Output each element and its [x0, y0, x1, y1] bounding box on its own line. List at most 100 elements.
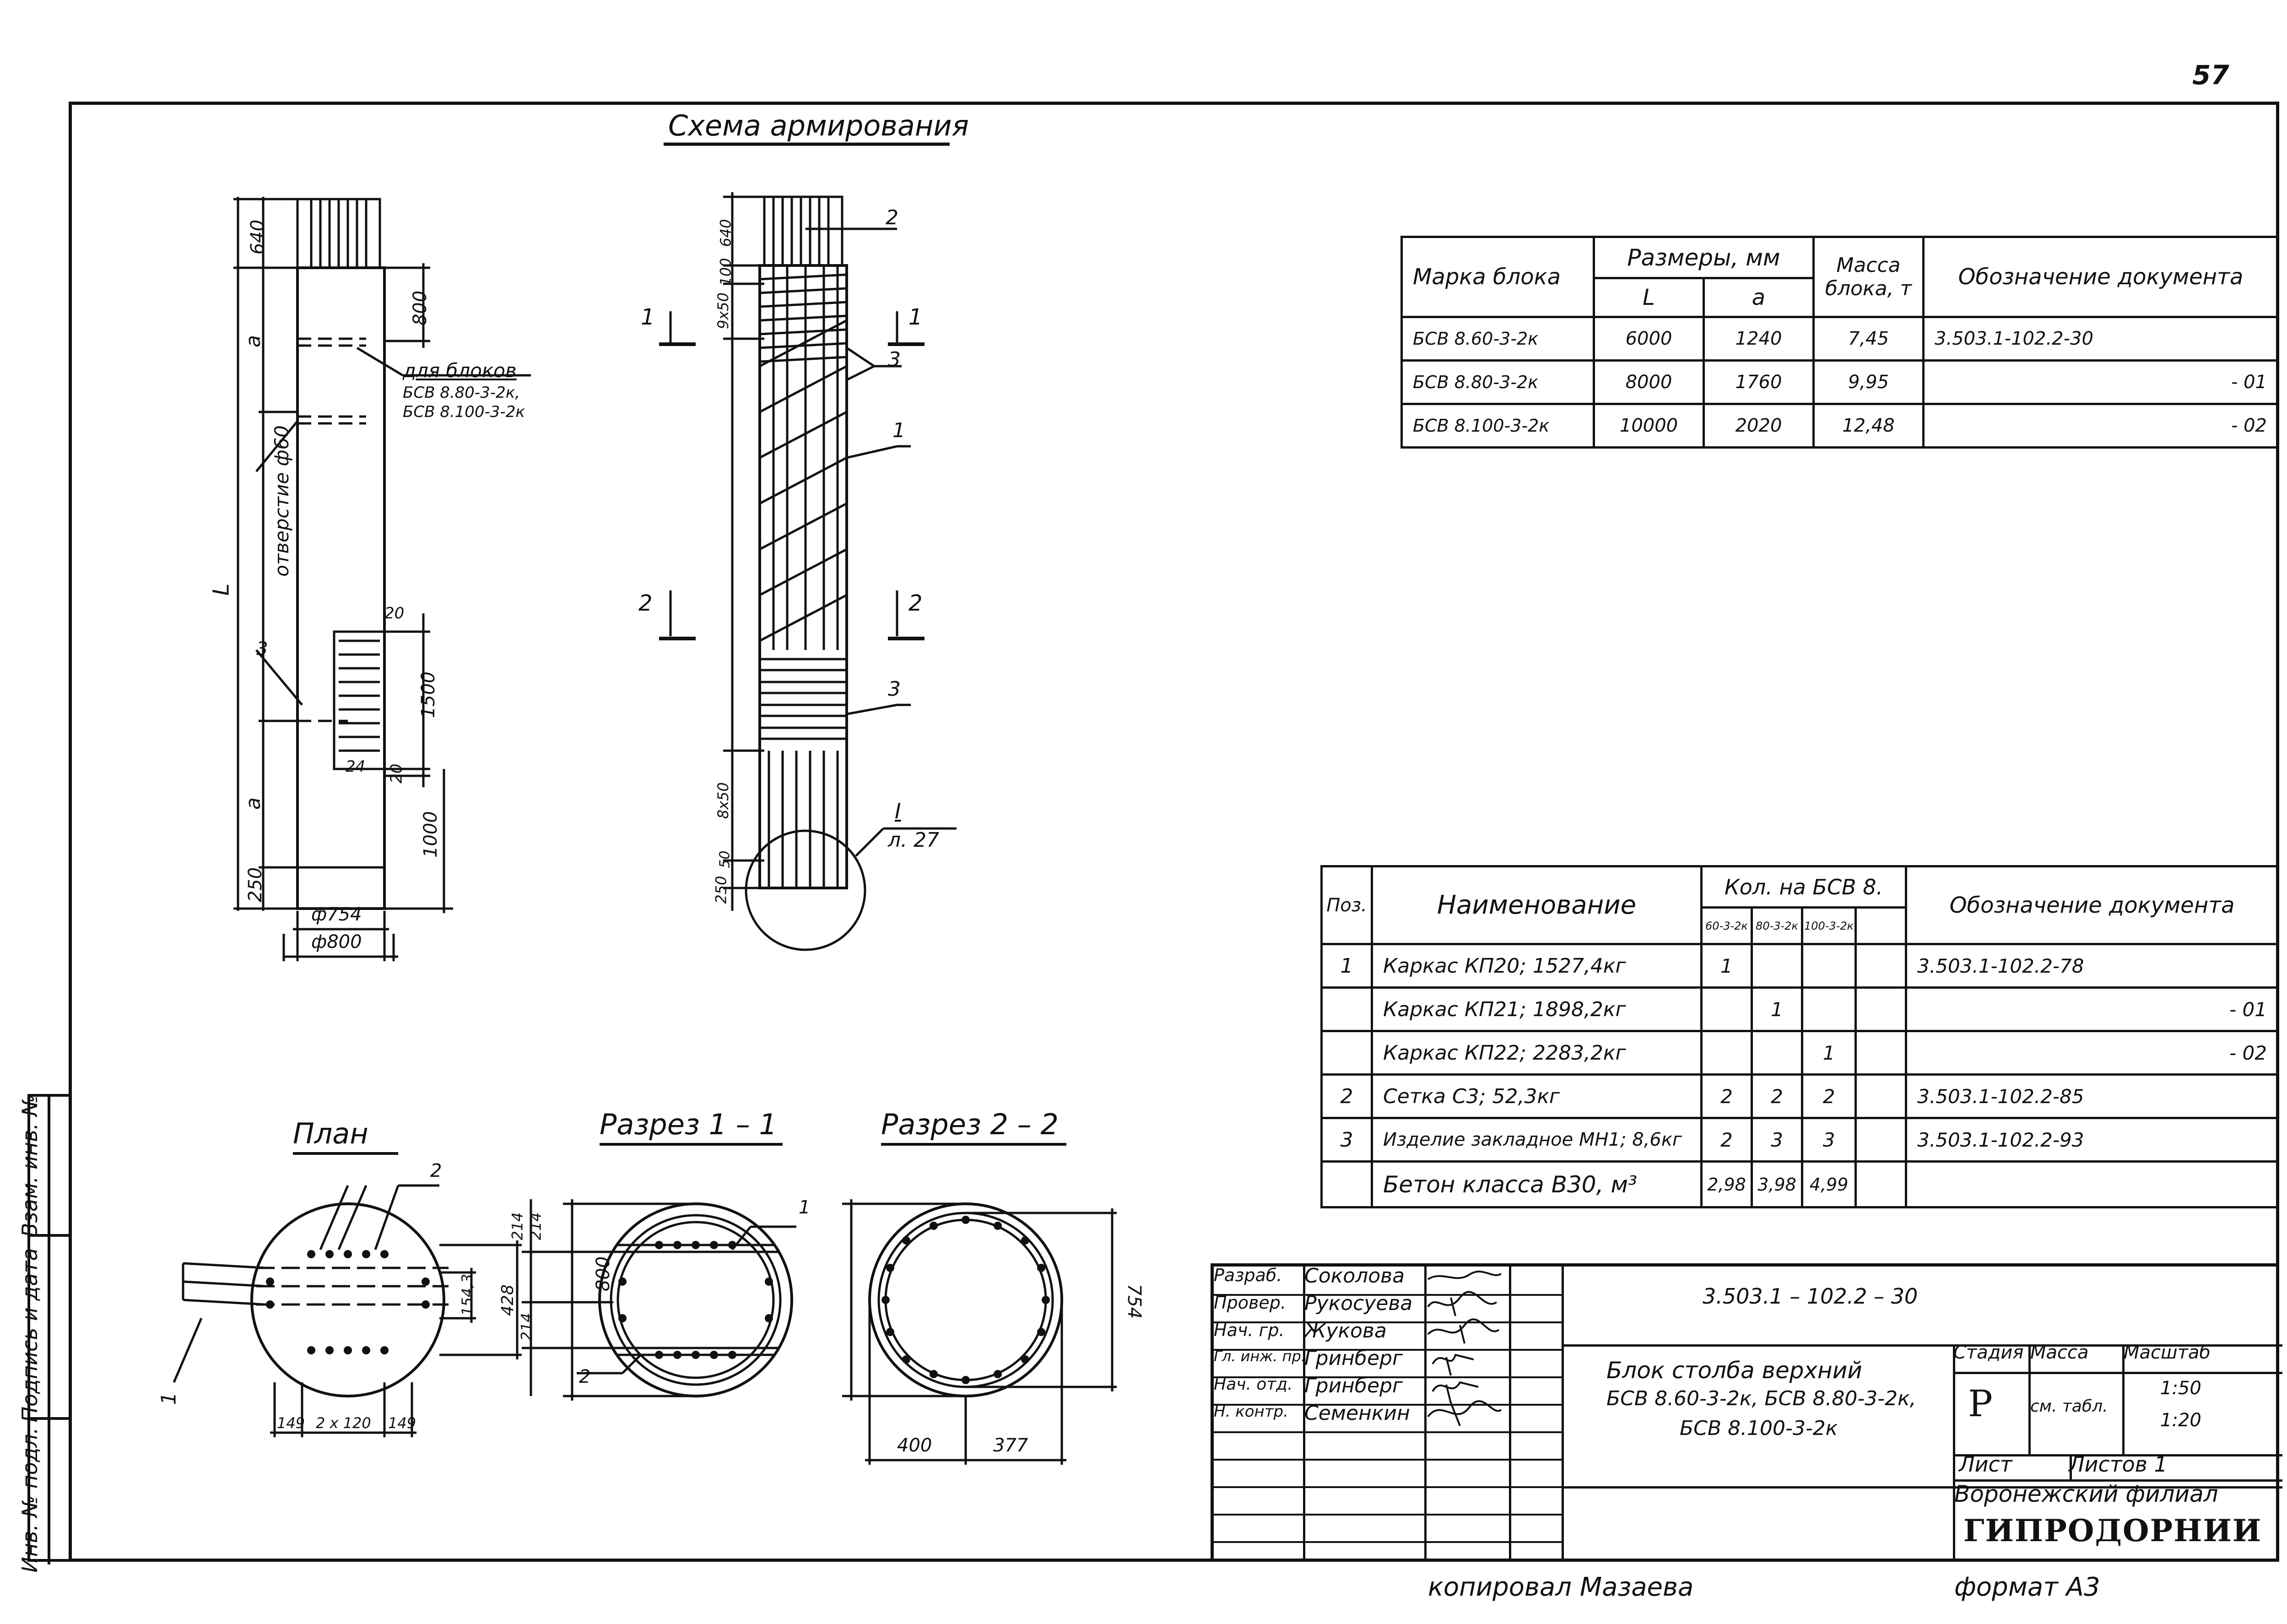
spec-row-name: Бетон класса В30, м³ [1371, 1160, 1703, 1208]
spec-row-q1: 2 [1700, 1117, 1753, 1163]
spec-row-doc: 3.503.1-102.2-85 [1905, 1073, 2279, 1119]
elev-leader-3: 3 [256, 639, 268, 660]
spec-row-q2: 3,98 [1751, 1160, 1803, 1208]
blocks-h-mark: Марка блока [1400, 236, 1595, 318]
sheet-frame [69, 102, 2279, 1562]
spec-row-q3: 4,99 [1800, 1160, 1857, 1208]
role-developer: Разраб. [1214, 1265, 1282, 1285]
dia-754: ф754 [311, 904, 362, 925]
blocks-row-a: 2020 [1703, 403, 1815, 449]
sec2-dim-377: 377 [993, 1435, 1028, 1456]
spec-h-doc: Обозначение документа [1905, 865, 2279, 945]
document-code: 3.503.1 – 102.2 – 30 [1703, 1284, 1918, 1309]
spec-row-empty [1854, 1117, 1908, 1163]
blocks-row-a: 1240 [1703, 316, 1815, 362]
blocks-h-dims: Размеры, мм [1593, 236, 1815, 279]
blocks-row-mark: БСВ 8.60-3-2к [1400, 316, 1595, 362]
stage-value: Р [1968, 1382, 1993, 1425]
sheet-format: формат А3 [1954, 1572, 2100, 1602]
scale-header: Масштаб [2124, 1342, 2211, 1363]
name-checker: Рукосуева [1304, 1292, 1413, 1315]
rebar-pos-2: 2 [886, 206, 898, 229]
mass-header: Масса [2030, 1342, 2089, 1363]
blocks-table: Марка блока Размеры, мм Масса блока, т О… [1400, 236, 2279, 449]
org-name: ГИПРОДОРНИИ [1963, 1513, 2262, 1548]
rebar-pos-3-top: 3 [888, 348, 901, 371]
spec-row-doc: - 02 [1905, 1030, 2279, 1076]
blocks-row-mark: БСВ 8.100-3-2к [1400, 403, 1595, 449]
plan-pos-2: 2 [430, 1160, 442, 1181]
spec-row-doc: 3.503.1-102.2-78 [1905, 943, 2279, 989]
name-chief-engineer: Гринберг [1304, 1347, 1403, 1370]
blocks-row-L: 8000 [1593, 359, 1705, 405]
spec-row-q2: 1 [1751, 986, 1803, 1032]
name-group-head: Жукова [1304, 1319, 1387, 1343]
spec-h-q2: 80-3-2к [1751, 906, 1803, 945]
spec-row-q3 [1800, 943, 1857, 989]
spec-row-empty [1854, 1073, 1908, 1119]
spec-row-empty [1854, 1030, 1908, 1076]
spec-row-q1: 2 [1700, 1073, 1753, 1119]
rebar-dim-8x50: 8х50 [714, 782, 732, 819]
spec-h-q3: 100-3-2к [1800, 906, 1857, 945]
sheet-label: Лист [1959, 1452, 2012, 1477]
spec-row-empty [1854, 1160, 1908, 1208]
elev-dim-250: 250 [245, 867, 266, 903]
name-developer: Соколова [1304, 1264, 1405, 1288]
spec-row-name: Каркас КП21; 1898,2кг [1371, 986, 1703, 1032]
spec-row-q3: 3 [1800, 1117, 1857, 1163]
copied-by: копировал Мазаева [1428, 1572, 1694, 1602]
stage-header: Стадия [1953, 1342, 2024, 1363]
sec2-dim-400: 400 [897, 1435, 932, 1456]
blocks-h-a: a [1703, 277, 1815, 318]
column-elevation [233, 197, 531, 961]
spec-row-q1: 1 [1700, 943, 1753, 989]
blocks-list-1: БСВ 8.80-3-2к, [403, 384, 520, 402]
rebar-dim-50: 50 [717, 850, 733, 868]
spec-row-q2: 3 [1751, 1117, 1803, 1163]
blocks-row-mark: БСВ 8.80-3-2к [1400, 359, 1595, 405]
rebar-pos-3-bottom: 3 [888, 677, 901, 701]
blocks-row-mass: 7,45 [1812, 316, 1925, 362]
side-stamp [27, 1094, 71, 1564]
spec-row-empty [1854, 986, 1908, 1032]
node-ref: л. 27 [888, 828, 940, 852]
elev-dim-a-top: a [241, 335, 265, 347]
cut-2-left: 2 [638, 590, 653, 616]
section-2-2 [842, 1199, 1117, 1465]
node-label: I [895, 799, 901, 823]
cut-1-left: 1 [641, 304, 655, 330]
spec-row-q3: 1 [1800, 1030, 1857, 1076]
rebar-dim-640: 640 [717, 219, 735, 247]
elev-dim-24: 24 [346, 758, 366, 776]
rebar-schema [659, 192, 957, 951]
blocks-label: для блоков [403, 359, 517, 382]
elev-dim-800: 800 [410, 290, 431, 326]
mass-value: см. табл. [2030, 1397, 2108, 1416]
role-norm-control: Н. контр. [1214, 1402, 1288, 1421]
spec-row-q3 [1800, 986, 1857, 1032]
plan-dim-149-right: 149 [388, 1414, 416, 1432]
plan-pos-1: 1 [157, 1392, 181, 1405]
section-1-title: Разрез 1 – 1 [600, 1108, 777, 1141]
blocks-h-mass: Масса блока, т [1812, 236, 1925, 318]
name-dept-head: Гринберг [1304, 1374, 1403, 1397]
role-dept-head: Нач. отд. [1214, 1375, 1293, 1394]
blocks-row-doc: - 02 [1922, 403, 2279, 449]
spec-h-name: Наименование [1371, 865, 1703, 945]
spec-row-doc: 3.503.1-102.2-93 [1905, 1117, 2279, 1163]
signatures [1427, 1271, 1502, 1426]
spec-h-q1: 60-3-2к [1700, 906, 1753, 945]
spec-row-q1 [1700, 986, 1753, 1032]
elev-dim-a-bottom: a [241, 797, 265, 810]
org-branch: Воронежский филиал [1954, 1481, 2218, 1507]
blocks-list-2: БСВ 8.100-3-2к [403, 403, 525, 421]
blocks-row-mass: 9,95 [1812, 359, 1925, 405]
rebar-dim-9x50: 9х50 [714, 292, 732, 330]
sheets-label: Листов 1 [2069, 1452, 2168, 1477]
sec1-pos-2: 2 [579, 1366, 591, 1387]
blocks-h-L: L [1593, 277, 1705, 318]
spec-row-q2 [1751, 1030, 1803, 1076]
sec1-dim-214-c: 214 [518, 1313, 535, 1341]
